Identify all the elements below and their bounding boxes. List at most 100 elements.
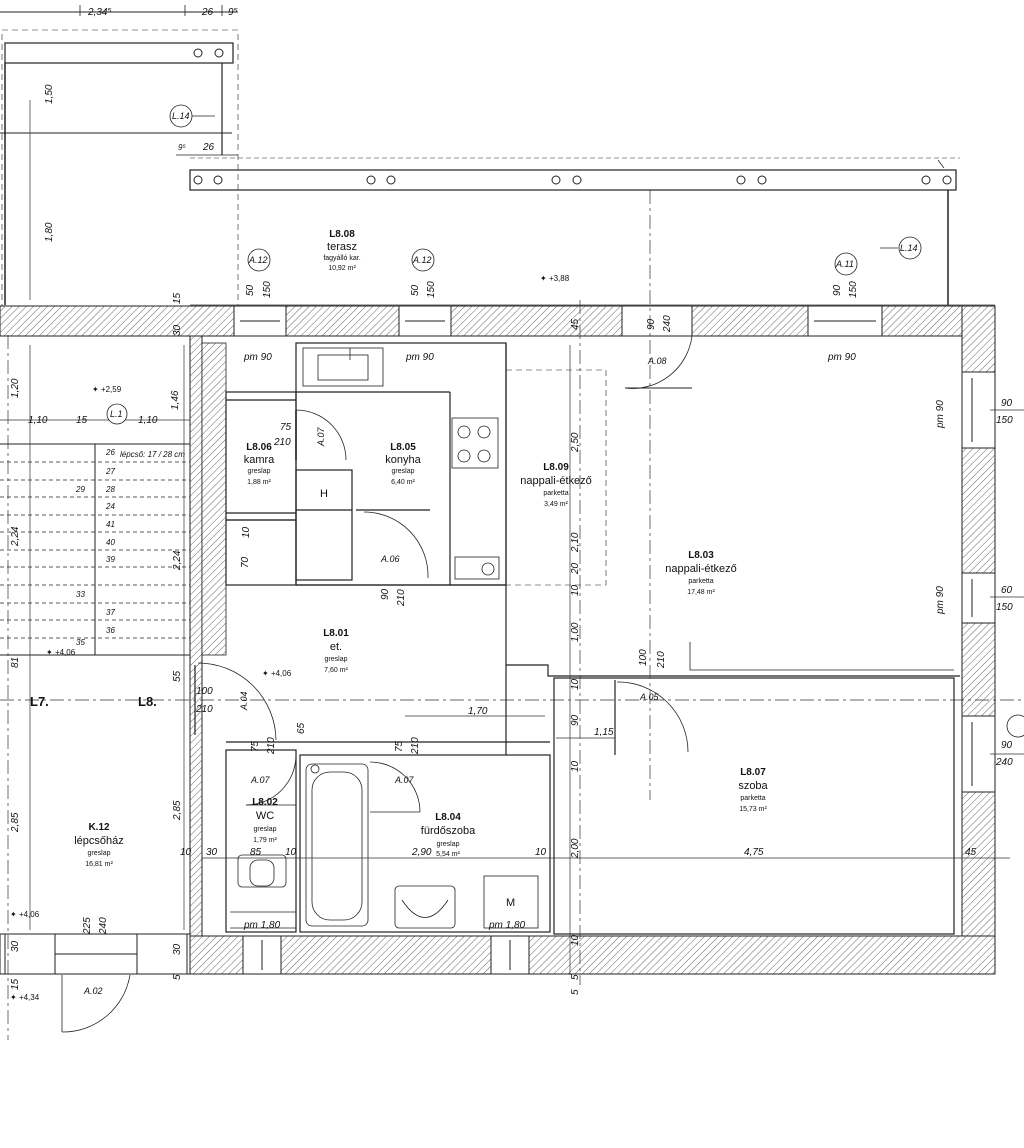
dim: 210	[195, 704, 213, 715]
parapet-pm90-v2: pm 90	[935, 586, 946, 615]
dim: 210	[656, 651, 667, 669]
stair-note: lépcső: 17 / 28 cm	[120, 450, 185, 459]
dim: 150	[996, 415, 1013, 426]
room-area: 1,79 m²	[253, 837, 277, 844]
room-area: 16,81 m²	[85, 861, 113, 868]
dim: 1,80	[44, 222, 55, 242]
room-area: 5,54 m²	[436, 851, 460, 858]
room-floor: greslap	[437, 841, 460, 848]
dim: 9⁵	[228, 7, 238, 18]
room-code: L8.03	[688, 550, 714, 561]
room-code: L8.09	[543, 462, 569, 473]
exterior-walls	[0, 305, 996, 975]
room-code: L8.04	[435, 812, 461, 823]
dim: 30	[172, 324, 183, 336]
dim: 10	[535, 847, 547, 858]
dim: 240	[662, 315, 673, 333]
room-area: 15,73 m²	[739, 806, 767, 813]
dim: 9⁵	[178, 143, 186, 152]
fixtures	[230, 347, 539, 929]
level-marks: ✦ +3,88 ✦ +2,59 ✦ +4,06 ✦ +4,06 ✦ +4,06 …	[10, 274, 570, 1002]
room-floor: parketta	[688, 578, 713, 585]
room-name: fürdőszoba	[421, 825, 476, 837]
stair-step: 29	[75, 485, 85, 494]
tag-a08: A.08	[647, 356, 667, 366]
dim: 225	[82, 917, 93, 935]
dim: 26	[201, 7, 214, 18]
room-name: szoba	[738, 780, 768, 792]
stair-step: 37	[106, 608, 115, 617]
tag-a06: A.06	[380, 554, 400, 564]
dim: 210	[410, 737, 421, 755]
room-nappali-small: L8.09 nappali-étkező parketta 3,49 m²	[520, 462, 592, 508]
dim: 65	[296, 722, 307, 734]
room-area: 10,92 m²	[328, 265, 356, 272]
tag-a07-wc: A.07	[250, 775, 271, 785]
door-swings	[61, 409, 689, 1033]
terrace-structure	[0, 5, 960, 335]
dim: 75	[280, 422, 292, 433]
room-name: kamra	[244, 454, 275, 466]
axis-label-right: L8.	[138, 694, 157, 709]
room-nappali-main: L8.03 nappali-étkező parketta 17,48 m²	[665, 550, 737, 596]
dim: 10	[570, 934, 581, 946]
dim: 1,50	[44, 84, 55, 104]
dim: 150	[848, 281, 859, 298]
dim: 30	[172, 943, 183, 955]
tag-l1-stair: L.1	[110, 409, 123, 419]
tag-a04: A.04	[239, 691, 249, 711]
axis-label-left: L7.	[30, 694, 49, 709]
dim: 210	[273, 437, 291, 448]
staircase	[0, 443, 190, 656]
room-name: WC	[256, 810, 274, 822]
dim: 50	[245, 284, 256, 296]
stair-step: 39	[106, 555, 115, 564]
dim: 2,00	[570, 838, 581, 859]
tag-label-group: L.14 L.14 A.12 A.12 A.11 L.1 A.08 A.07 A…	[83, 111, 918, 996]
parapet-pm180-wc: pm 1,80	[243, 920, 281, 931]
axis-labels: L7. L8.	[30, 694, 157, 709]
dim: 75	[250, 740, 261, 752]
tag-l14-top: L.14	[172, 111, 190, 121]
dim: 1,10	[138, 415, 158, 426]
dim: 10	[241, 526, 252, 538]
dim: 240	[98, 917, 109, 935]
level-entry: ✦ +4,34	[10, 993, 40, 1002]
parapet-pm90-v1: pm 90	[935, 400, 946, 429]
dim: 1,00	[570, 622, 581, 642]
room-kamra: L8.06 kamra greslap 1,88 m²	[244, 442, 275, 486]
room-area: 1,88 m²	[247, 479, 271, 486]
washer-label: M	[506, 897, 515, 909]
level-stair-top: ✦ +2,59	[92, 385, 122, 394]
dim: 15	[172, 292, 183, 304]
dim: 90	[570, 714, 581, 726]
dim: 240	[995, 757, 1013, 768]
dim: 150	[996, 602, 1013, 613]
stair-step: 27	[105, 467, 115, 476]
dim: 15	[10, 978, 21, 990]
room-furdo: L8.04 fürdőszoba greslap 5,54 m²	[421, 812, 476, 858]
dim: 50	[410, 284, 421, 296]
tag-a07-furdo: A.07	[394, 775, 415, 785]
parapet-pm90-mid: pm 90	[405, 352, 434, 363]
room-code: L8.06	[246, 442, 272, 453]
room-wc: L8.02 WC greslap 1,79 m²	[252, 797, 278, 844]
dim: 1,46	[170, 390, 181, 410]
tag-a11: A.11	[835, 259, 854, 269]
stair-step: 40	[106, 538, 115, 547]
dim: 2,10	[570, 532, 581, 553]
stair-step: 36	[106, 626, 115, 635]
room-floor: parketta	[740, 795, 765, 802]
dim: 75	[394, 740, 405, 752]
room-area: 17,48 m²	[687, 589, 715, 596]
stair-step: 33	[76, 590, 85, 599]
dim: 81	[10, 657, 21, 668]
dim: 2,85	[172, 800, 183, 821]
room-area: 3,49 m²	[544, 501, 568, 508]
hood-label: H	[320, 488, 328, 500]
room-name: terasz	[327, 241, 357, 253]
dim: 30	[206, 847, 218, 858]
dim: 20	[570, 562, 581, 575]
room-code: K.12	[88, 822, 110, 833]
room-lepcsohaz: K.12 lépcsőház greslap 16,81 m²	[74, 822, 124, 868]
